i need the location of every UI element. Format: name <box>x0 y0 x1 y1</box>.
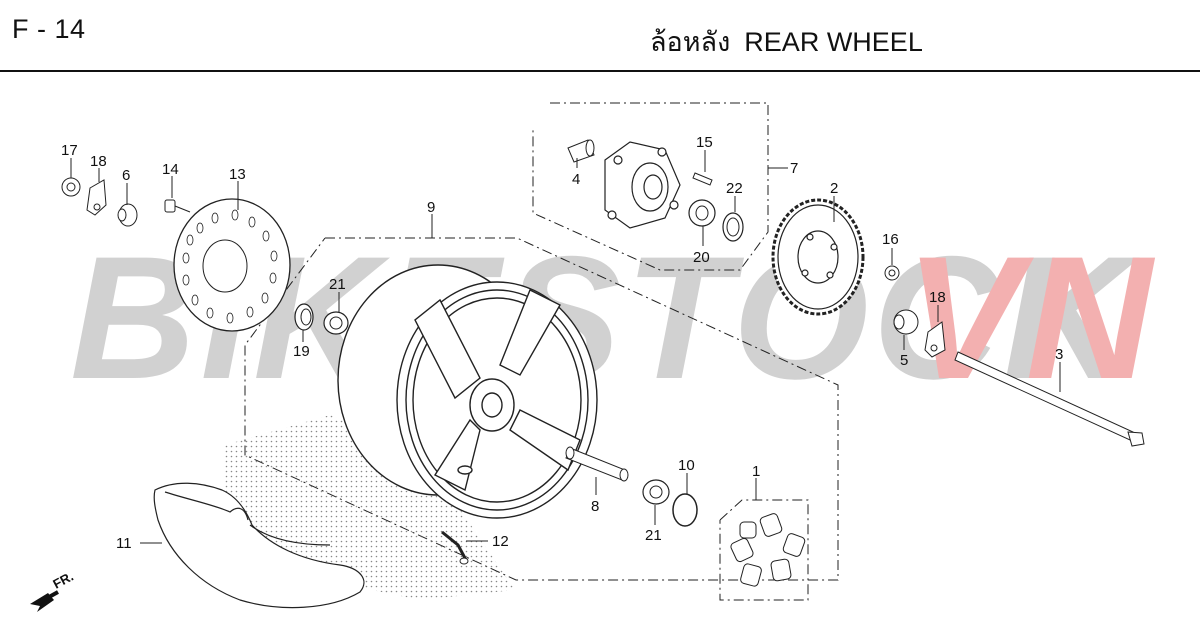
bearing-part-21-left <box>323 311 349 335</box>
callout-10: 10 <box>678 457 695 474</box>
seal-part-22 <box>722 212 744 242</box>
collar-part-6 <box>117 203 138 227</box>
callout-11: 11 <box>116 535 132 552</box>
bolt-part-14 <box>164 199 191 213</box>
valve-part-12 <box>441 530 469 565</box>
callout-15: 15 <box>696 134 713 151</box>
callout-7: 7 <box>790 160 798 177</box>
callout-14: 14 <box>162 161 179 178</box>
callout-labels: 17 18 6 14 13 9 21 19 4 15 7 22 20 2 16 … <box>61 134 1063 552</box>
callout-21-right: 21 <box>645 527 662 544</box>
rear-fender-part-11 <box>153 482 365 609</box>
callout-16: 16 <box>882 231 899 248</box>
assembly-box-7 <box>532 102 769 271</box>
pin-part-4 <box>567 139 595 163</box>
damper-rubbers-part-1 <box>730 513 806 587</box>
callout-4: 4 <box>572 171 580 188</box>
callout-17: 17 <box>61 142 78 159</box>
plate-part-18-left <box>86 179 107 216</box>
watermark-text-accent: VN <box>905 221 1156 416</box>
arrow-left-icon <box>30 590 59 612</box>
wheel-rim-part-9 <box>337 264 598 519</box>
callout-22: 22 <box>726 180 743 197</box>
callout-5: 5 <box>900 352 908 369</box>
tire-shadow <box>225 415 515 600</box>
collar-part-8 <box>565 446 629 482</box>
header-divider <box>0 70 1200 72</box>
bearing-part-20 <box>688 199 716 227</box>
plate-part-18-right <box>924 321 946 358</box>
title-thai: ล้อหลัง <box>650 27 731 58</box>
oil-seal-part-19 <box>294 303 314 331</box>
sprocket-part-2 <box>771 198 865 316</box>
assembly-box-1 <box>719 499 809 601</box>
front-direction-indicator: FR. <box>30 569 76 612</box>
callout-18: 18 <box>90 153 107 170</box>
callout-20: 20 <box>693 249 710 266</box>
title-english: REAR WHEEL <box>744 27 923 57</box>
direction-label: FR. <box>50 569 76 592</box>
callout-12: 12 <box>492 533 509 550</box>
nut-part-17 <box>61 177 81 197</box>
collar-part-5 <box>893 309 919 335</box>
nut-part-16 <box>884 265 900 281</box>
callout-21-left: 21 <box>329 276 346 293</box>
callout-1: 1 <box>752 463 760 480</box>
o-ring-part-10 <box>672 493 698 527</box>
callout-2: 2 <box>830 180 838 197</box>
bearing-part-21-right <box>642 479 670 505</box>
callout-3: 3 <box>1055 346 1063 363</box>
page-title: ล้อหลัง REAR WHEEL <box>650 20 923 63</box>
page-code: F - 14 <box>12 14 86 44</box>
callout-6: 6 <box>122 167 130 184</box>
callout-13: 13 <box>229 166 246 183</box>
callout-9: 9 <box>427 199 435 216</box>
brake-disc-part-13 <box>173 198 291 332</box>
driven-flange-hub <box>604 141 681 229</box>
callout-19: 19 <box>293 343 310 360</box>
callout-8: 8 <box>591 498 599 515</box>
callout-18-right: 18 <box>929 289 946 306</box>
leader-lines <box>70 150 1061 544</box>
assembly-box-9 <box>244 237 839 581</box>
axle-part-3 <box>954 351 1145 447</box>
stud-part-15 <box>692 172 713 186</box>
